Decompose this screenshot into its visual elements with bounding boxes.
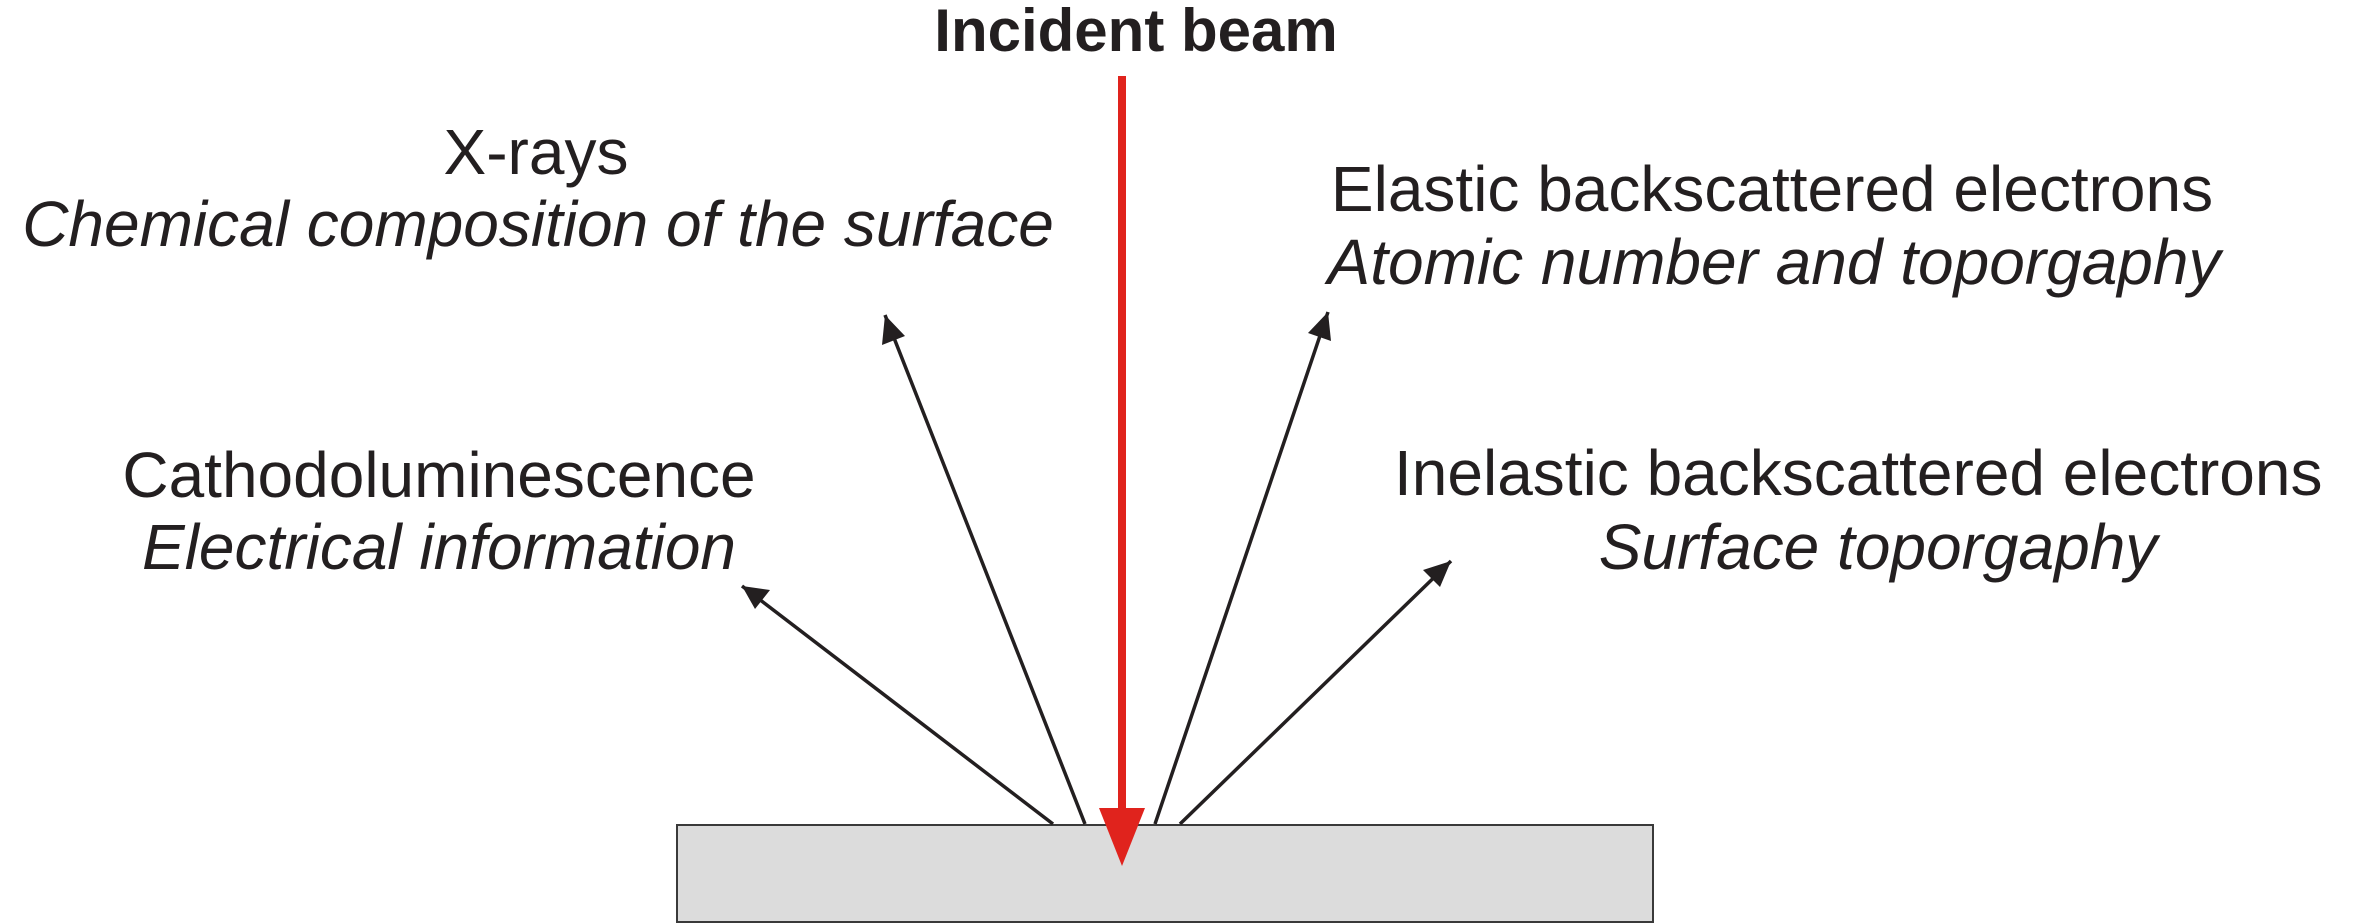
cathodoluminescence-arrowhead xyxy=(742,586,770,609)
elastic-backscattered-arrowhead xyxy=(1308,312,1331,341)
cathodoluminescence-arrow xyxy=(740,584,1055,826)
x-rays-info: Chemical composition of the surface xyxy=(22,188,1054,260)
elastic-backscattered-label: Elastic backscattered electrons xyxy=(1330,153,2214,225)
inelastic-backscattered-arrowhead xyxy=(1423,561,1451,587)
cathodoluminescence-label: Cathodoluminescence xyxy=(122,439,756,511)
elastic-backscattered-arrow xyxy=(1153,311,1330,825)
cathodoluminescence-info: Electrical information xyxy=(142,511,736,583)
inelastic-backscattered-label: Inelastic backscattered electrons xyxy=(1394,437,2323,509)
incident-beam-arrowhead xyxy=(1099,808,1145,866)
x-rays-arrow xyxy=(883,314,1087,825)
inelastic-backscattered-info: Surface toporgaphy xyxy=(1598,511,2158,583)
sample-surface xyxy=(676,824,1654,923)
x-rays-arrowhead xyxy=(882,315,905,345)
elastic-backscattered-info: Atomic number and toporgaphy xyxy=(1327,226,2221,298)
incident-beam-label: Incident beam xyxy=(934,0,1338,64)
x-rays-label: X-rays xyxy=(443,116,629,188)
inelastic-backscattered-arrow xyxy=(1178,559,1453,826)
